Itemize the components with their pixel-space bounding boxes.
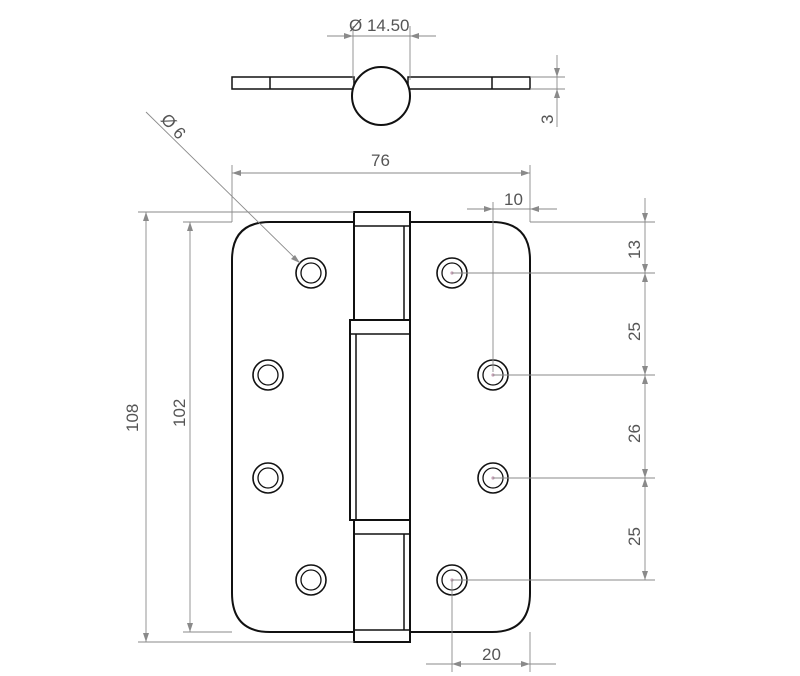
screw-hole bbox=[252, 359, 284, 391]
hole-horizontal-offset-dimension: 20 bbox=[426, 580, 556, 672]
knuckle-top bbox=[353, 211, 411, 321]
total-height-label: 108 bbox=[123, 404, 142, 432]
screw-hole bbox=[295, 257, 327, 289]
pin-diameter-label: Ø 14.50 bbox=[349, 16, 410, 35]
screw-hole bbox=[252, 462, 284, 494]
hole-edge-offset-label: 10 bbox=[504, 190, 523, 209]
hole-spacing-label-2: 26 bbox=[625, 424, 644, 443]
leaf-height-dimension: 102 bbox=[170, 221, 232, 633]
hole-edge-offset-dimension: 10 bbox=[467, 190, 557, 372]
hole-diameter-dimension: Ø 6 bbox=[145, 110, 301, 264]
top-view: Ø 14.50 3 bbox=[231, 16, 565, 127]
hole-horizontal-offset-label: 20 bbox=[482, 645, 501, 664]
hole-spacing-dimensions: 13 25 26 25 bbox=[452, 198, 655, 581]
screw-hole bbox=[295, 564, 327, 596]
leaf-thickness-dimension: 3 bbox=[530, 55, 565, 127]
knuckle-bottom bbox=[353, 519, 411, 643]
hole-diameter-label: Ø 6 bbox=[157, 110, 189, 143]
leaf-width-dimension: 76 bbox=[231, 151, 531, 222]
hinge-pin-circle bbox=[351, 66, 411, 126]
hole-spacing-label-1: 25 bbox=[625, 322, 644, 341]
total-height-dimension: 108 bbox=[123, 211, 354, 643]
top-view-left-leaf bbox=[231, 76, 355, 90]
leaf-height-label: 102 bbox=[170, 399, 189, 427]
first-hole-offset-label: 13 bbox=[625, 240, 644, 259]
leaf-thickness-label: 3 bbox=[538, 115, 557, 124]
front-view bbox=[231, 211, 531, 643]
top-view-right-leaf bbox=[407, 76, 531, 90]
leaf-width-label: 76 bbox=[371, 151, 390, 170]
hinge-plate-outline bbox=[231, 221, 531, 633]
knuckle-middle bbox=[349, 319, 411, 521]
hole-spacing-label-3: 25 bbox=[625, 527, 644, 546]
pin-diameter-dimension: Ø 14.50 bbox=[327, 16, 436, 80]
